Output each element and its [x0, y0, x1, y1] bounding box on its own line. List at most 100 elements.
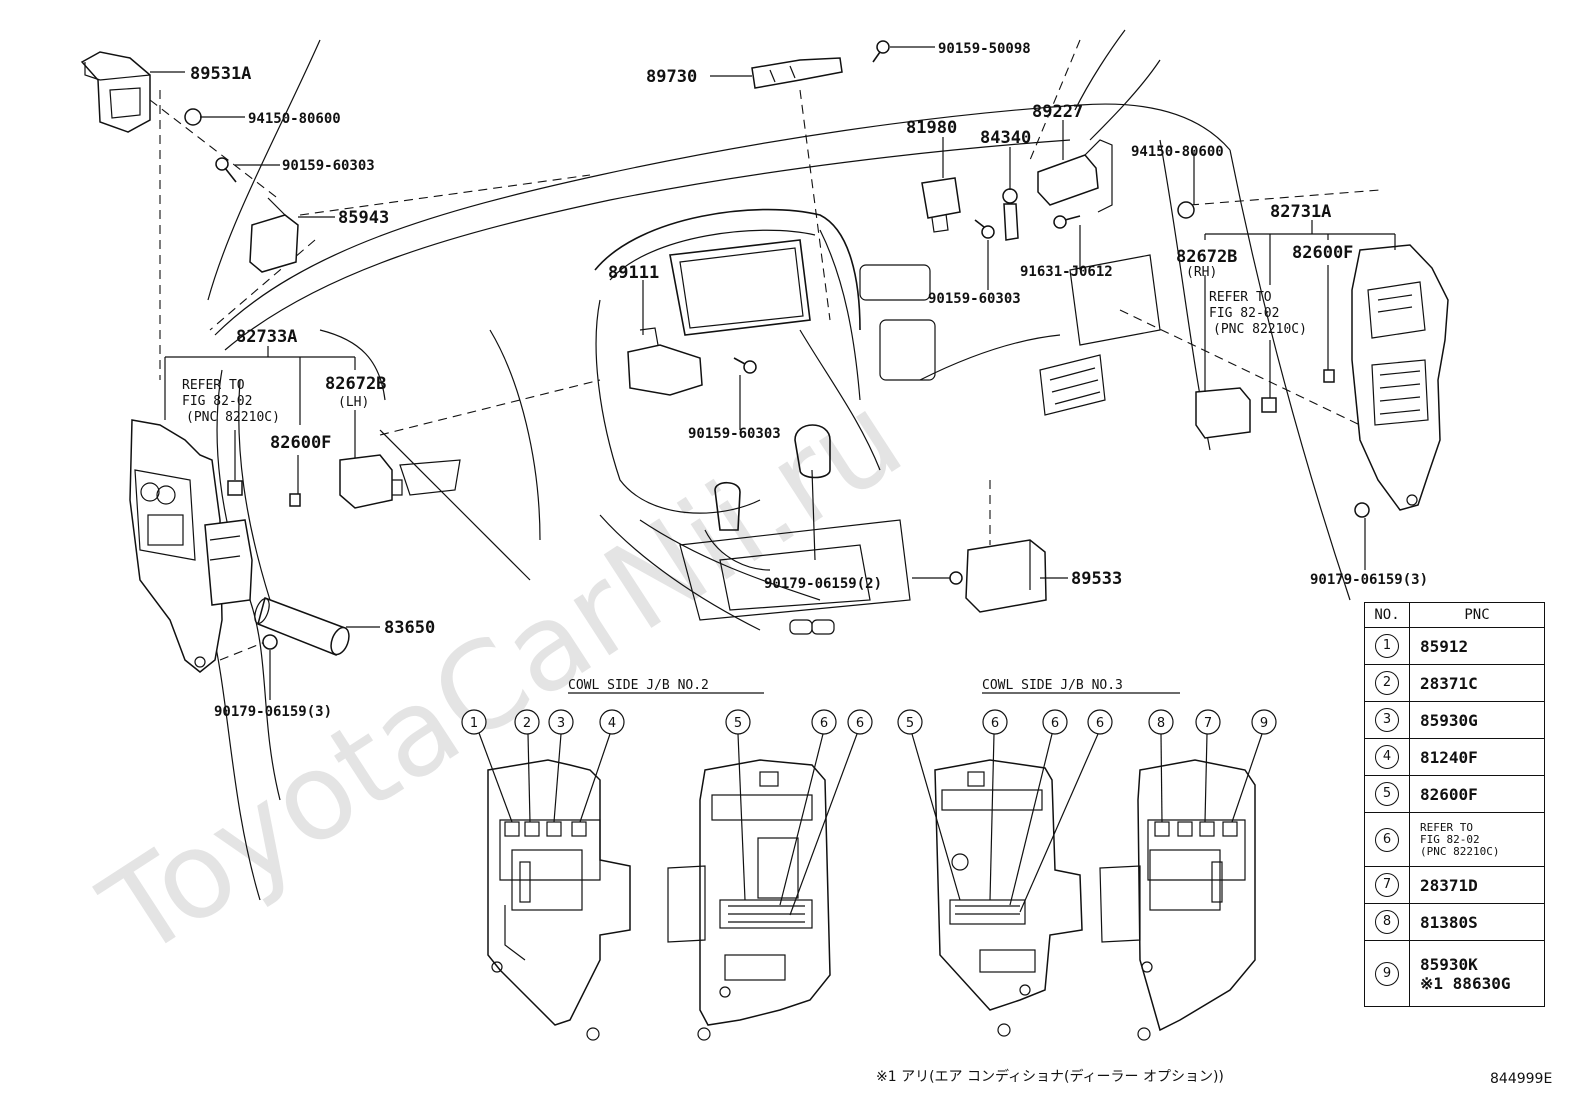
label-rh: (RH) [1186, 265, 1217, 280]
row-pnc: 82600F [1409, 775, 1545, 813]
refer-left-line3: (PNC 82210C) [186, 410, 280, 425]
part-84340 [1002, 188, 1019, 241]
row-pnc: 85912 [1409, 627, 1545, 665]
part-89730 [751, 57, 843, 89]
row-pnc: 81240F [1409, 738, 1545, 776]
label-83650: 83650 [384, 618, 435, 638]
label-lh: (LH) [338, 395, 369, 410]
nut-90179-06159-2 [949, 571, 963, 585]
part-89111 [627, 327, 703, 396]
jb-no3-back-view [934, 759, 1083, 1037]
header-no: NO. [1364, 602, 1410, 628]
header-pnc: PNC [1409, 602, 1545, 628]
part-82672B-rh [1195, 387, 1251, 439]
row-number: 2 [1375, 671, 1399, 695]
svg-text:3: 3 [557, 716, 565, 731]
part-82733A-junction-block [129, 419, 253, 673]
label-82731A: 82731A [1270, 202, 1331, 222]
pnc-table-header: NO. PNC [1364, 602, 1545, 628]
footnote: ※1 アリ(エア コンディショナ(ディーラー オプション)) [876, 1069, 1224, 1085]
table-row: 6 REFER TO FIG 82-02 (PNC 82210C) [1364, 812, 1545, 867]
part-81980 [921, 177, 961, 233]
row-pnc: 85930K ※1 88630G [1409, 940, 1545, 1007]
dashboard-outline [207, 29, 1351, 901]
part-82731A-junction-block [1351, 244, 1449, 511]
row-number: 4 [1375, 745, 1399, 769]
row-number: 5 [1375, 782, 1399, 806]
row-pnc-line: REFER TO [1420, 820, 1473, 834]
label-90159-60303-mid: 90159-60303 [688, 426, 781, 442]
nut-90179-06159-right [1354, 502, 1370, 518]
fuse-82600F-left [289, 493, 301, 507]
row-number: 1 [1375, 634, 1399, 658]
row-pnc-line: FIG 82-02 [1420, 832, 1480, 846]
illustration-code: 844999E [1490, 1071, 1553, 1087]
row-pnc: 28371D [1409, 866, 1545, 904]
svg-text:6: 6 [820, 716, 828, 731]
refer-right-line1: REFER TO [1209, 290, 1272, 305]
row-number: 7 [1375, 873, 1399, 897]
label-82600F-right: 82600F [1292, 243, 1353, 263]
callout-labels: 89531A 94150-80600 90159-60303 85943 827… [182, 41, 1428, 720]
label-85943: 85943 [338, 208, 389, 228]
label-90179-06159-2: 90179-06159(2) [764, 576, 882, 592]
label-82733A: 82733A [236, 327, 297, 347]
label-90179-06159-left: 90179-06159(3) [214, 704, 332, 720]
refer-right-line3: (PNC 82210C) [1213, 322, 1307, 337]
bolt-91631-J0612 [1053, 215, 1081, 229]
svg-text:4: 4 [608, 716, 616, 731]
row-number: 6 [1375, 827, 1399, 852]
refer-right-line2: FIG 82-02 [1209, 306, 1279, 321]
label-90159-60303-center: 90159-60303 [928, 291, 1021, 307]
svg-text:2: 2 [523, 716, 531, 731]
jb-section-titles: COWL SIDE J/B NO.2 COWL SIDE J/B NO.3 [568, 678, 1180, 694]
label-94150-80600-right: 94150-80600 [1131, 144, 1224, 160]
table-row: 5 82600F [1364, 775, 1545, 813]
label-91631-J0612: 91631-J0612 [1020, 264, 1113, 280]
table-row: 9 85930K ※1 88630G [1364, 940, 1545, 1007]
label-89227: 89227 [1032, 102, 1083, 122]
fuse-82210C-left [227, 480, 243, 496]
table-row: 8 81380S [1364, 903, 1545, 941]
part-89227 [1037, 139, 1113, 213]
nut-94150-80600-right [1177, 201, 1195, 219]
label-82600F-left: 82600F [270, 433, 331, 453]
svg-text:9: 9 [1260, 716, 1268, 731]
part-85943 [249, 197, 299, 273]
label-81980: 81980 [906, 118, 957, 138]
bolt-90159-60303-top [215, 157, 237, 183]
fuse-82600F-right [1323, 369, 1335, 383]
table-row: 4 81240F [1364, 738, 1545, 776]
part-89533 [965, 539, 1047, 613]
row-pnc: 28371C [1409, 664, 1545, 702]
jb-no3-back-circles: 5 6 6 6 [897, 709, 1113, 913]
svg-text:6: 6 [856, 716, 864, 731]
table-row: 2 28371C [1364, 664, 1545, 702]
row-pnc: 81380S [1409, 903, 1545, 941]
part-83650 [254, 597, 350, 656]
svg-text:6: 6 [991, 716, 999, 731]
bolt-90159-50098 [872, 40, 890, 63]
jb-no2-front-circles: 1 2 3 4 [461, 709, 625, 823]
svg-text:5: 5 [734, 716, 742, 731]
fuse-82210C-right [1261, 397, 1277, 413]
svg-text:8: 8 [1157, 716, 1165, 731]
dashed-leaders [149, 39, 1381, 661]
pnc-reference-table: NO. PNC 1 85912 2 28371C 3 85930G 4 8124… [1364, 602, 1545, 1007]
row-pnc-line: 85930K [1420, 954, 1478, 974]
label-90159-50098: 90159-50098 [938, 41, 1031, 57]
label-89533: 89533 [1071, 569, 1122, 589]
nut-90179-06159-left [262, 634, 278, 650]
row-pnc-line: (PNC 82210C) [1420, 844, 1500, 858]
svg-text:6: 6 [1051, 716, 1059, 731]
label-90159-60303-top: 90159-60303 [282, 158, 375, 174]
bolt-90159-60303-center [974, 219, 995, 239]
callout-leaders [150, 46, 1396, 700]
row-number: 9 [1375, 961, 1399, 986]
table-row: 3 85930G [1364, 701, 1545, 739]
refer-left-line1: REFER TO [182, 378, 245, 393]
label-90179-06159-right: 90179-06159(3) [1310, 572, 1428, 588]
svg-text:5: 5 [906, 716, 914, 731]
part-89531A [80, 51, 151, 133]
